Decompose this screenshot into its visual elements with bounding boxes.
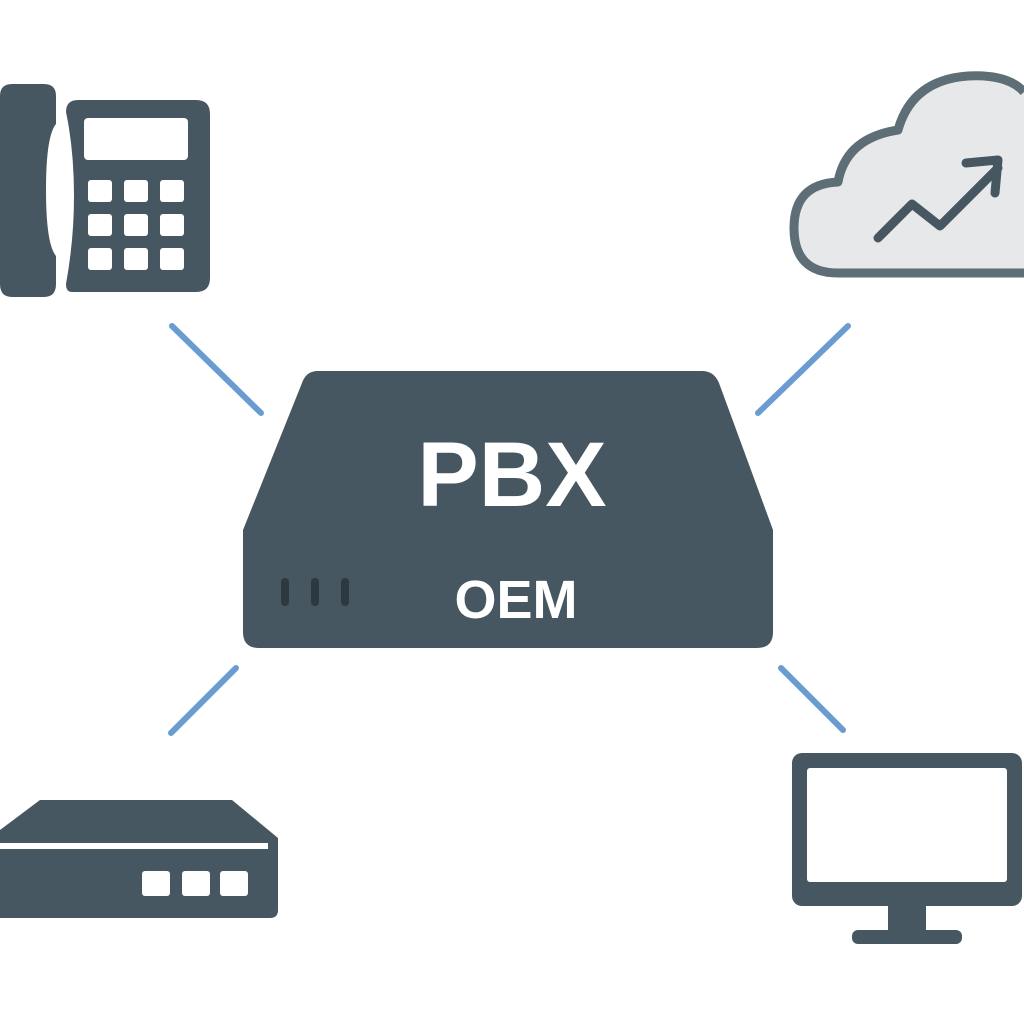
growth-arrow-icon	[873, 163, 1003, 243]
network-gateway-icon	[0, 800, 278, 918]
monitor-icon	[792, 753, 1022, 944]
status-leds	[281, 578, 349, 606]
connector-gateway	[168, 665, 239, 736]
desk-phone-icon	[0, 84, 210, 297]
connector-phone	[169, 323, 264, 416]
pbx-title: PBX	[417, 424, 606, 526]
pbx-device: PBX OEM	[243, 371, 773, 648]
connector-cloud	[755, 323, 851, 416]
connector-monitor	[778, 665, 846, 733]
connector-lines	[168, 323, 851, 736]
pbx-subtitle: OEM	[454, 570, 577, 630]
cloud-growth-icon	[789, 71, 1024, 278]
